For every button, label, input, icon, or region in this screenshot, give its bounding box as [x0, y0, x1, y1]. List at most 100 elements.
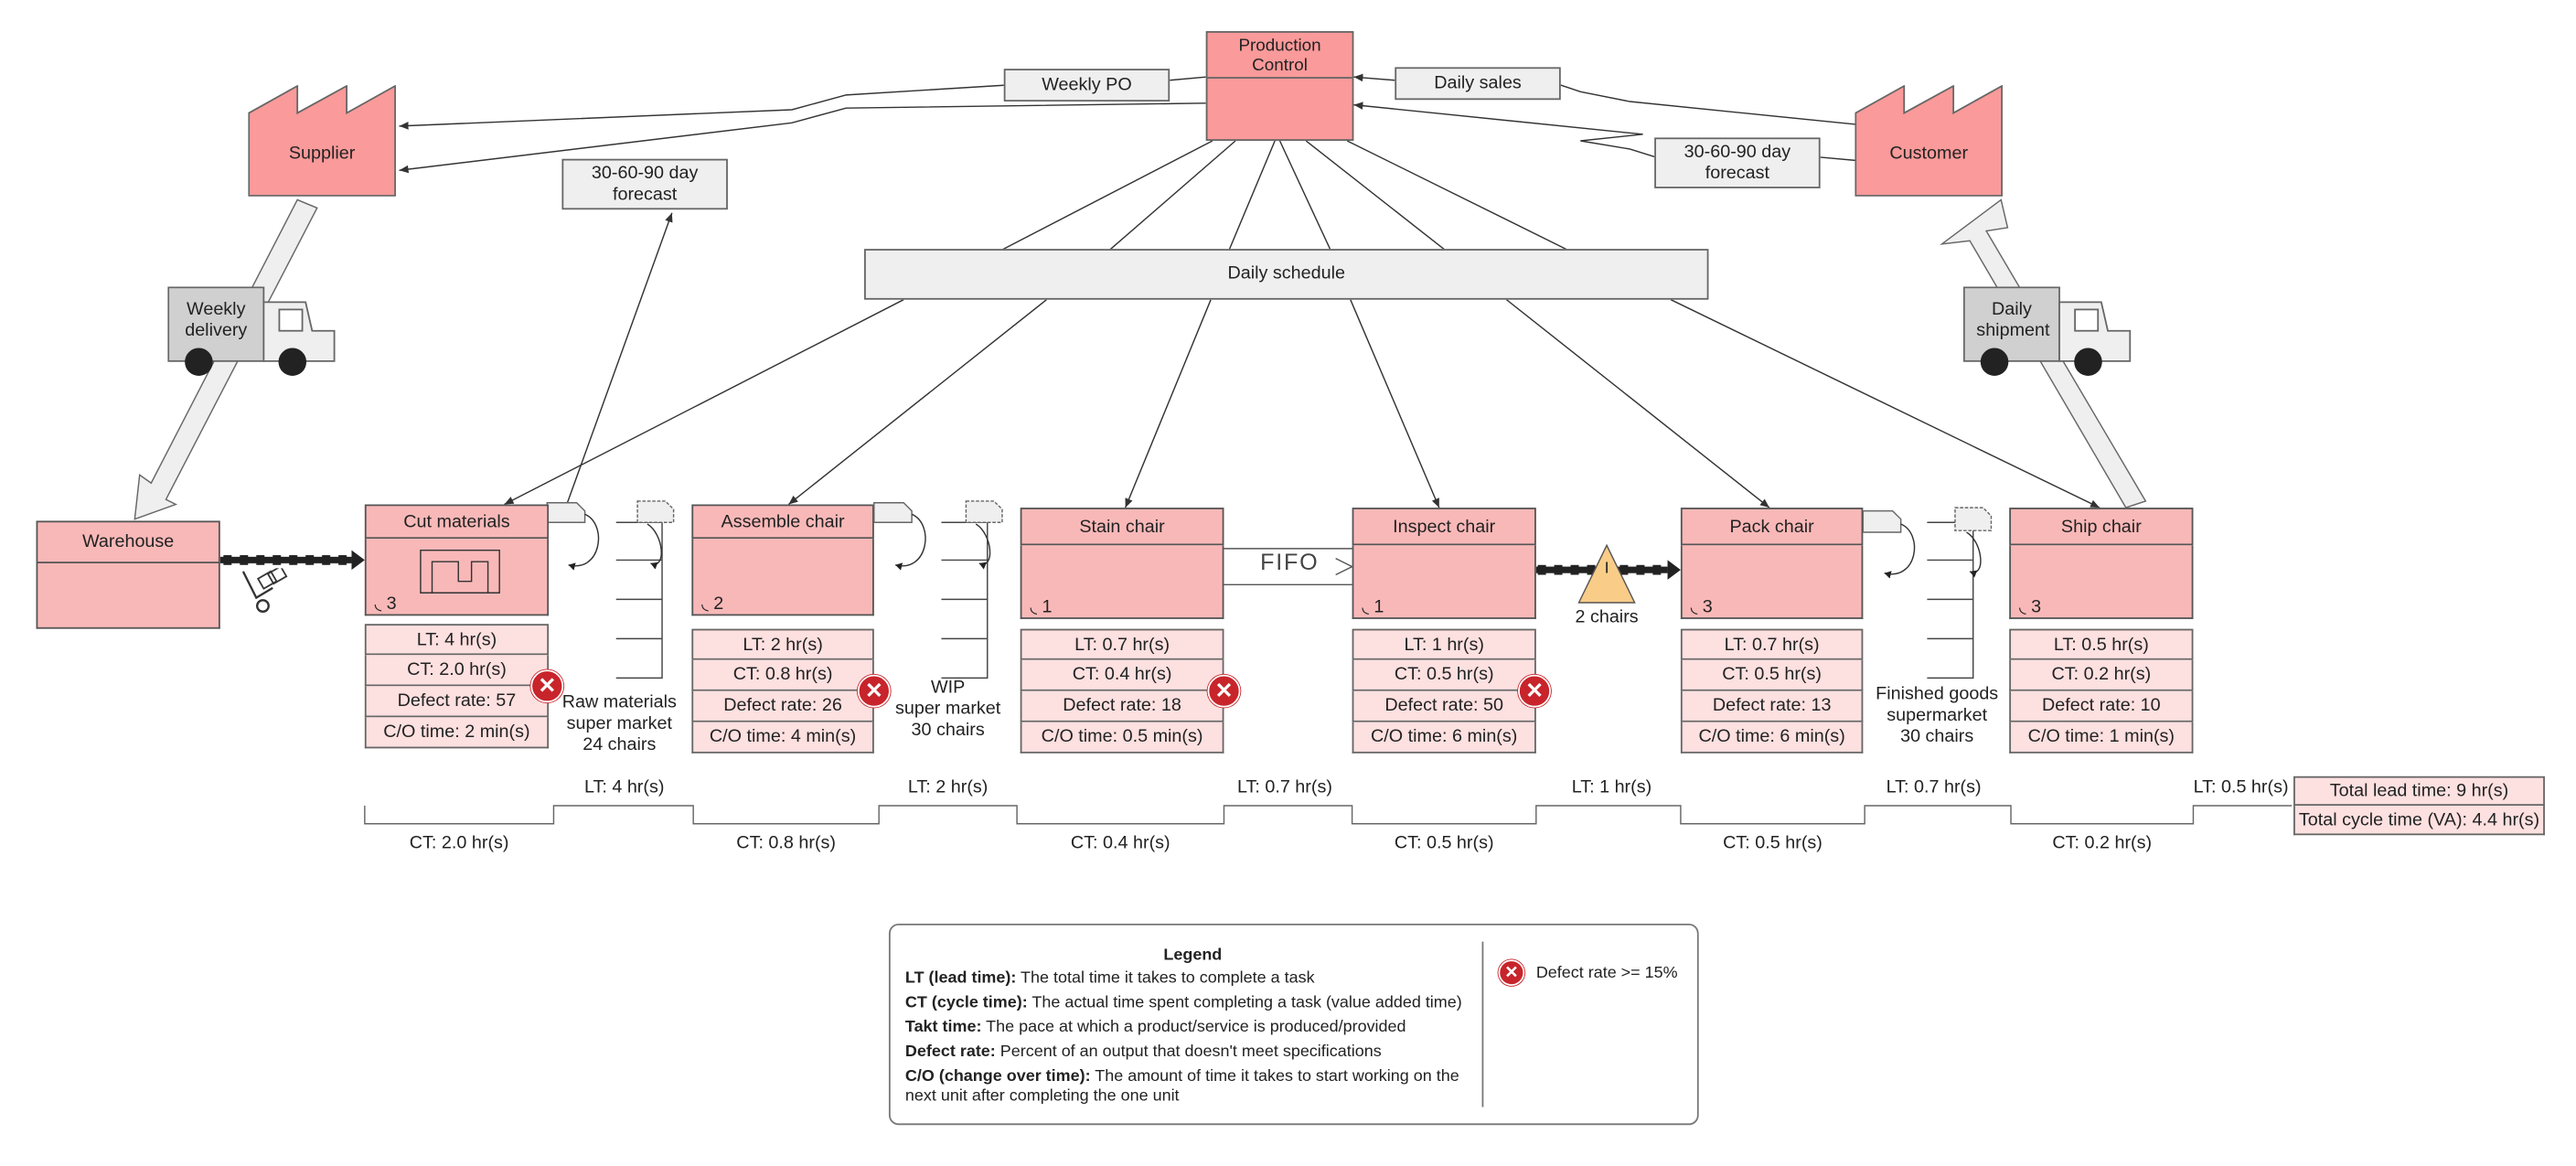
legend-defect-note: Defect rate >= 15%: [1535, 964, 1678, 983]
stat-lt: LT: 4 hr(s): [364, 624, 550, 656]
operator-icon: ◟: [701, 594, 709, 615]
timeline-ct-3: CT: 0.4 hr(s): [1070, 833, 1170, 853]
production-control-title: Production Control: [1207, 33, 1352, 79]
timeline-lt-4: LT: 1 hr(s): [1571, 777, 1652, 798]
stat-defect: Defect rate: 57: [364, 686, 550, 718]
process-title-ship-chair: Ship chair: [2009, 508, 2194, 546]
process-body-assemble-chair: ◟2: [691, 539, 874, 616]
stat-co: C/O time: 6 min(s): [1352, 722, 1536, 754]
operator-count: ◟3: [374, 594, 397, 615]
legend-item: C/O (change over time): The amount of ti…: [904, 1067, 1459, 1106]
daily-sales-box: Daily sales: [1395, 67, 1561, 101]
operator-count: ◟1: [1030, 596, 1053, 618]
legend-item: Defect rate: Percent of an output that d…: [904, 1043, 1382, 1062]
inventory-symbol: I: [1604, 560, 1609, 579]
timeline-lt-2: LT: 2 hr(s): [907, 777, 989, 798]
production-control-box: Production Control: [1205, 31, 1354, 142]
stat-defect: Defect rate: 10: [2009, 690, 2194, 722]
legend-item: CT (cycle time): The actual time spent c…: [904, 993, 1462, 1012]
weekly-po-box: Weekly PO: [1003, 69, 1170, 102]
stat-lt: LT: 1 hr(s): [1352, 628, 1536, 660]
stat-co: C/O time: 6 min(s): [1680, 722, 1864, 754]
timeline-ct-2: CT: 0.8 hr(s): [736, 833, 837, 853]
defect-alert-icon: ✕: [1498, 959, 1525, 987]
stat-lt: LT: 0.5 hr(s): [2009, 628, 2194, 660]
total-cycle-time: Total cycle time (VA): 4.4 hr(s): [2293, 806, 2545, 836]
operator-icon: ◟: [374, 594, 382, 615]
stat-lt: LT: 2 hr(s): [691, 628, 874, 660]
finished-supermarket-shape: [1927, 521, 1974, 679]
weekly-delivery-truck-icon: [167, 286, 336, 376]
operator-icon: ◟: [2019, 597, 2026, 618]
weekly-delivery-label: Weekly delivery: [185, 299, 248, 341]
process-title-inspect-chair: Inspect chair: [1352, 508, 1536, 546]
fifo-label: FIFO: [1260, 548, 1320, 575]
hand-truck-icon: [241, 568, 288, 613]
finished-supermarket-label: Finished goods supermarket 30 chairs: [1876, 684, 1999, 747]
legend-box: Legend LT (lead time): The total time it…: [888, 923, 1699, 1126]
forecast-supplier-box: 30-60-90 day forecast: [561, 158, 728, 210]
stat-lt: LT: 0.7 hr(s): [1680, 628, 1864, 660]
timeline-line: [364, 805, 2293, 825]
process-title-stain-chair: Stain chair: [1020, 508, 1224, 546]
defect-alert-icon: ✕: [1207, 674, 1241, 708]
forecast-flow-supplier: [399, 102, 1206, 174]
legend-title: Legend: [1163, 947, 1223, 965]
inventory-label: 2 chairs: [1575, 607, 1639, 627]
stat-defect: Defect rate: 13: [1680, 690, 1864, 722]
schedule-lines: [999, 140, 1570, 251]
timeline-lt-3: LT: 0.7 hr(s): [1236, 777, 1332, 798]
process-body-pack-chair: ◟3: [1680, 545, 1864, 619]
warehouse-title: Warehouse: [36, 520, 220, 564]
legend-divider: [1481, 941, 1484, 1107]
operator-count: ◟2: [701, 594, 724, 615]
defect-alert-icon: ✕: [857, 674, 891, 708]
timeline-ct-1: CT: 2.0 hr(s): [409, 833, 509, 853]
process-title-cut-materials: Cut materials: [364, 504, 550, 540]
stat-co: C/O time: 4 min(s): [691, 722, 874, 754]
stat-co: C/O time: 1 min(s): [2009, 722, 2194, 754]
stat-co: C/O time: 0.5 min(s): [1020, 722, 1224, 754]
timeline-lt-5: LT: 0.7 hr(s): [1886, 777, 1982, 798]
process-body-cut-materials: ◟3: [364, 539, 550, 616]
raw-supermarket-label: Raw materials super market 24 chairs: [561, 692, 677, 755]
operator-icon: ◟: [1362, 597, 1370, 618]
stat-lt: LT: 0.7 hr(s): [1020, 628, 1224, 660]
process-body-ship-chair: ◟3: [2009, 545, 2194, 619]
timeline-lt-1: LT: 4 hr(s): [583, 777, 665, 798]
supplier-factory-icon: [248, 85, 396, 197]
kaizen-icon: [420, 549, 500, 594]
stat-defect: Defect rate: 26: [691, 690, 874, 722]
stat-ct: CT: 0.5 hr(s): [1680, 659, 1864, 691]
daily-shipment-label: Daily shipment: [1976, 299, 2050, 341]
operator-count: ◟1: [1362, 596, 1384, 618]
process-title-assemble-chair: Assemble chair: [691, 504, 874, 540]
daily-shipment-truck-icon: [1962, 286, 2132, 376]
daily-sales-flow: [1560, 84, 1857, 125]
process-body-stain-chair: ◟1: [1020, 545, 1224, 619]
operator-icon: ◟: [1690, 597, 1698, 618]
warehouse-body: [36, 563, 220, 629]
raw-supermarket-shape: [615, 521, 663, 679]
stat-co: C/O time: 2 min(s): [364, 717, 550, 749]
stat-defect: Defect rate: 18: [1020, 690, 1224, 722]
operator-icon: ◟: [1030, 597, 1038, 618]
operator-count: ◟3: [2019, 596, 2042, 618]
stat-ct: CT: 0.4 hr(s): [1020, 659, 1224, 691]
timeline-lt-6: LT: 0.5 hr(s): [2193, 777, 2289, 798]
inventory-triangle: [1577, 543, 1636, 604]
operator-count: ◟3: [1690, 596, 1713, 618]
forecast-customer-box: 30-60-90 day forecast: [1654, 137, 1821, 188]
timeline-ct-4: CT: 0.5 hr(s): [1394, 833, 1494, 853]
stat-ct: CT: 2.0 hr(s): [364, 655, 550, 687]
wip-supermarket-label: WIP super market 30 chairs: [894, 678, 1001, 741]
weekly-po-flow: [399, 84, 1006, 130]
process-title-pack-chair: Pack chair: [1680, 508, 1864, 546]
total-lead-time: Total lead time: 9 hr(s): [2293, 776, 2545, 807]
daily-schedule-box: Daily schedule: [864, 249, 1709, 300]
timeline-ct-6: CT: 0.2 hr(s): [2052, 833, 2153, 853]
customer-factory-icon: [1855, 85, 2004, 197]
stat-ct: CT: 0.2 hr(s): [2009, 659, 2194, 691]
defect-alert-icon: ✕: [530, 669, 564, 703]
